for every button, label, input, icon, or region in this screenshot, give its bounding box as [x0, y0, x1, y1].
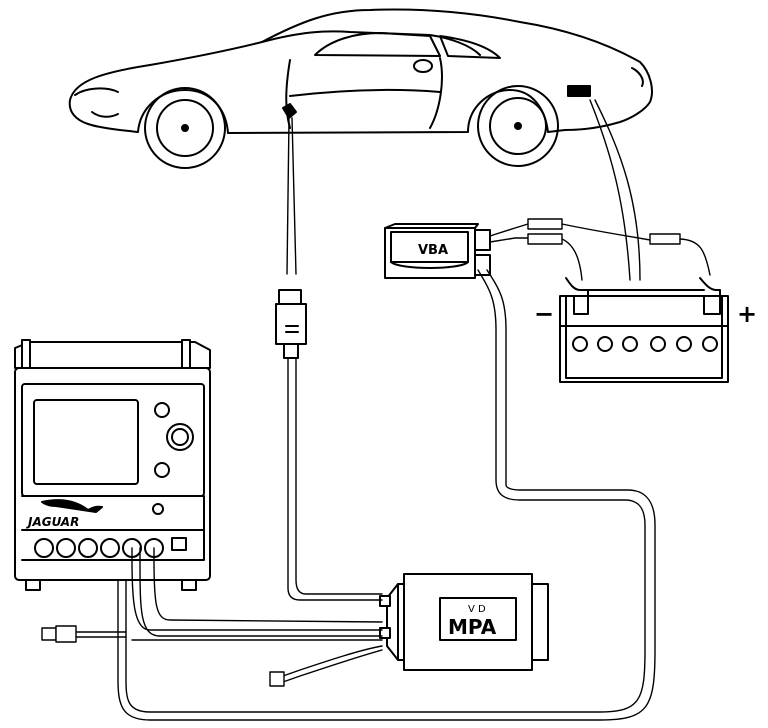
diagnostic-tester: JAGUAR [14, 339, 211, 591]
vba-label: VBA [418, 243, 448, 258]
obd-connector [275, 289, 307, 359]
brand-label: JAGUAR [26, 515, 79, 529]
car-illustration [68, 8, 653, 169]
obd-cable [286, 117, 297, 275]
battery-sense-cable [589, 99, 641, 281]
battery-plus-label: + [737, 300, 757, 328]
aux-lead [41, 625, 383, 643]
connector-to-mpa-cable [287, 357, 383, 601]
mpa-top-label: V D [468, 604, 486, 615]
vba-to-mpa-cable [117, 269, 656, 721]
mpa-aux-lead [269, 645, 383, 687]
battery-minus-label: − [534, 300, 554, 328]
vba-unit: VBA [384, 223, 491, 279]
mpa-label: MPA [448, 615, 497, 639]
vba-clamp-cables [489, 218, 711, 281]
mpa-unit: V D MPA [379, 573, 549, 671]
battery: − + [534, 277, 757, 383]
tester-to-mpa-cables [131, 547, 383, 637]
